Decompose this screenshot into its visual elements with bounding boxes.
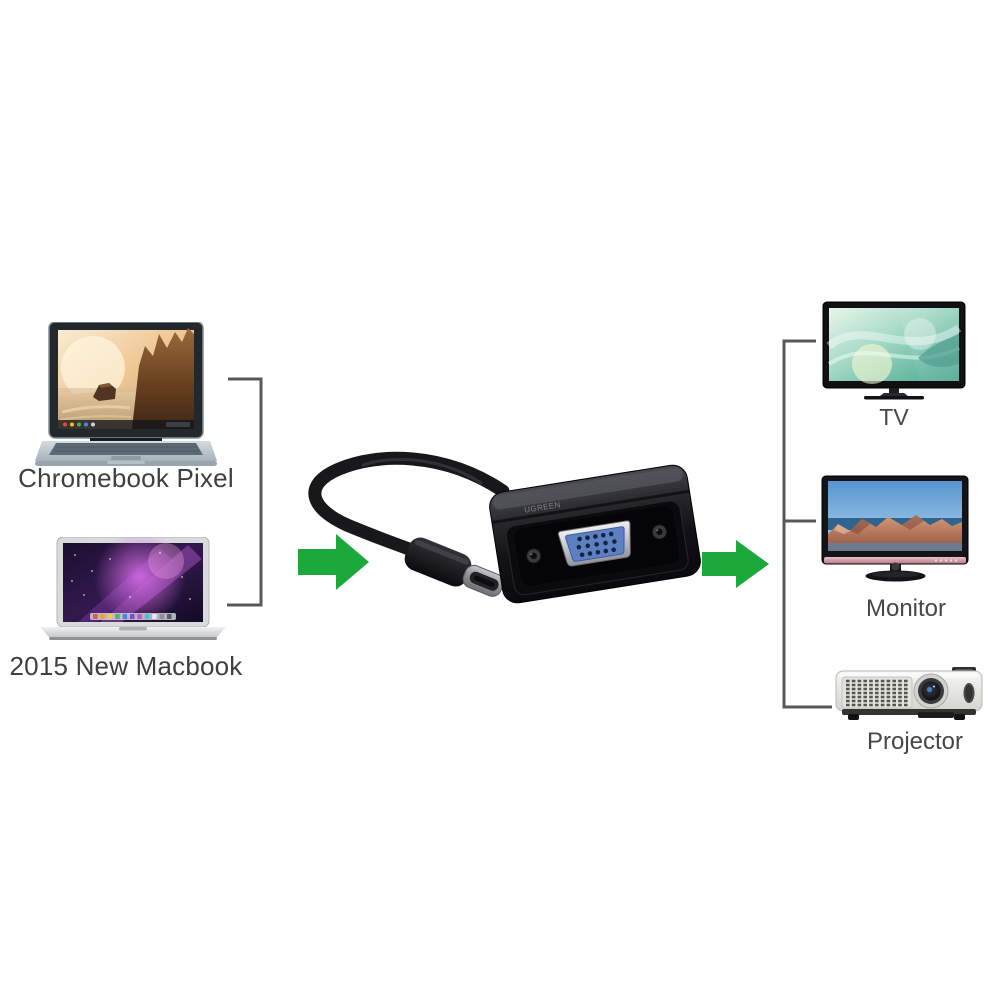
device-usb-c-to-vga-adapter: UGREEN xyxy=(293,443,703,615)
monitor-image xyxy=(821,475,969,582)
vga-port xyxy=(557,520,631,567)
chromebook-pixel-label: Chromebook Pixel xyxy=(18,463,234,493)
device-projector xyxy=(834,665,984,727)
source-group-bracket xyxy=(227,377,263,607)
arrow-right-icon xyxy=(298,534,369,590)
screw-hole xyxy=(651,524,667,540)
screw-hole xyxy=(526,548,542,564)
arrow-right-icon xyxy=(702,540,769,588)
monitor-label: Monitor xyxy=(865,595,947,622)
adapter-cable xyxy=(308,451,510,556)
adapter-body: UGREEN xyxy=(489,464,701,604)
device-macbook-2015 xyxy=(40,537,226,647)
macbook-2015-label: 2015 New Macbook xyxy=(9,651,243,681)
usb-c-plug xyxy=(404,537,504,597)
output-group-bracket xyxy=(782,339,832,709)
device-chromebook-pixel xyxy=(35,322,217,469)
tv-image xyxy=(822,301,966,400)
tv-label: TV xyxy=(879,404,909,430)
device-monitor xyxy=(820,474,972,590)
device-tv xyxy=(820,300,968,400)
projector-image xyxy=(835,667,983,720)
chromebook-pixel-image xyxy=(35,322,217,466)
usb-c-to-vga-adapter-image: UGREEN xyxy=(308,451,701,604)
macbook-image xyxy=(40,537,226,640)
projector-label: Projector xyxy=(866,728,964,755)
